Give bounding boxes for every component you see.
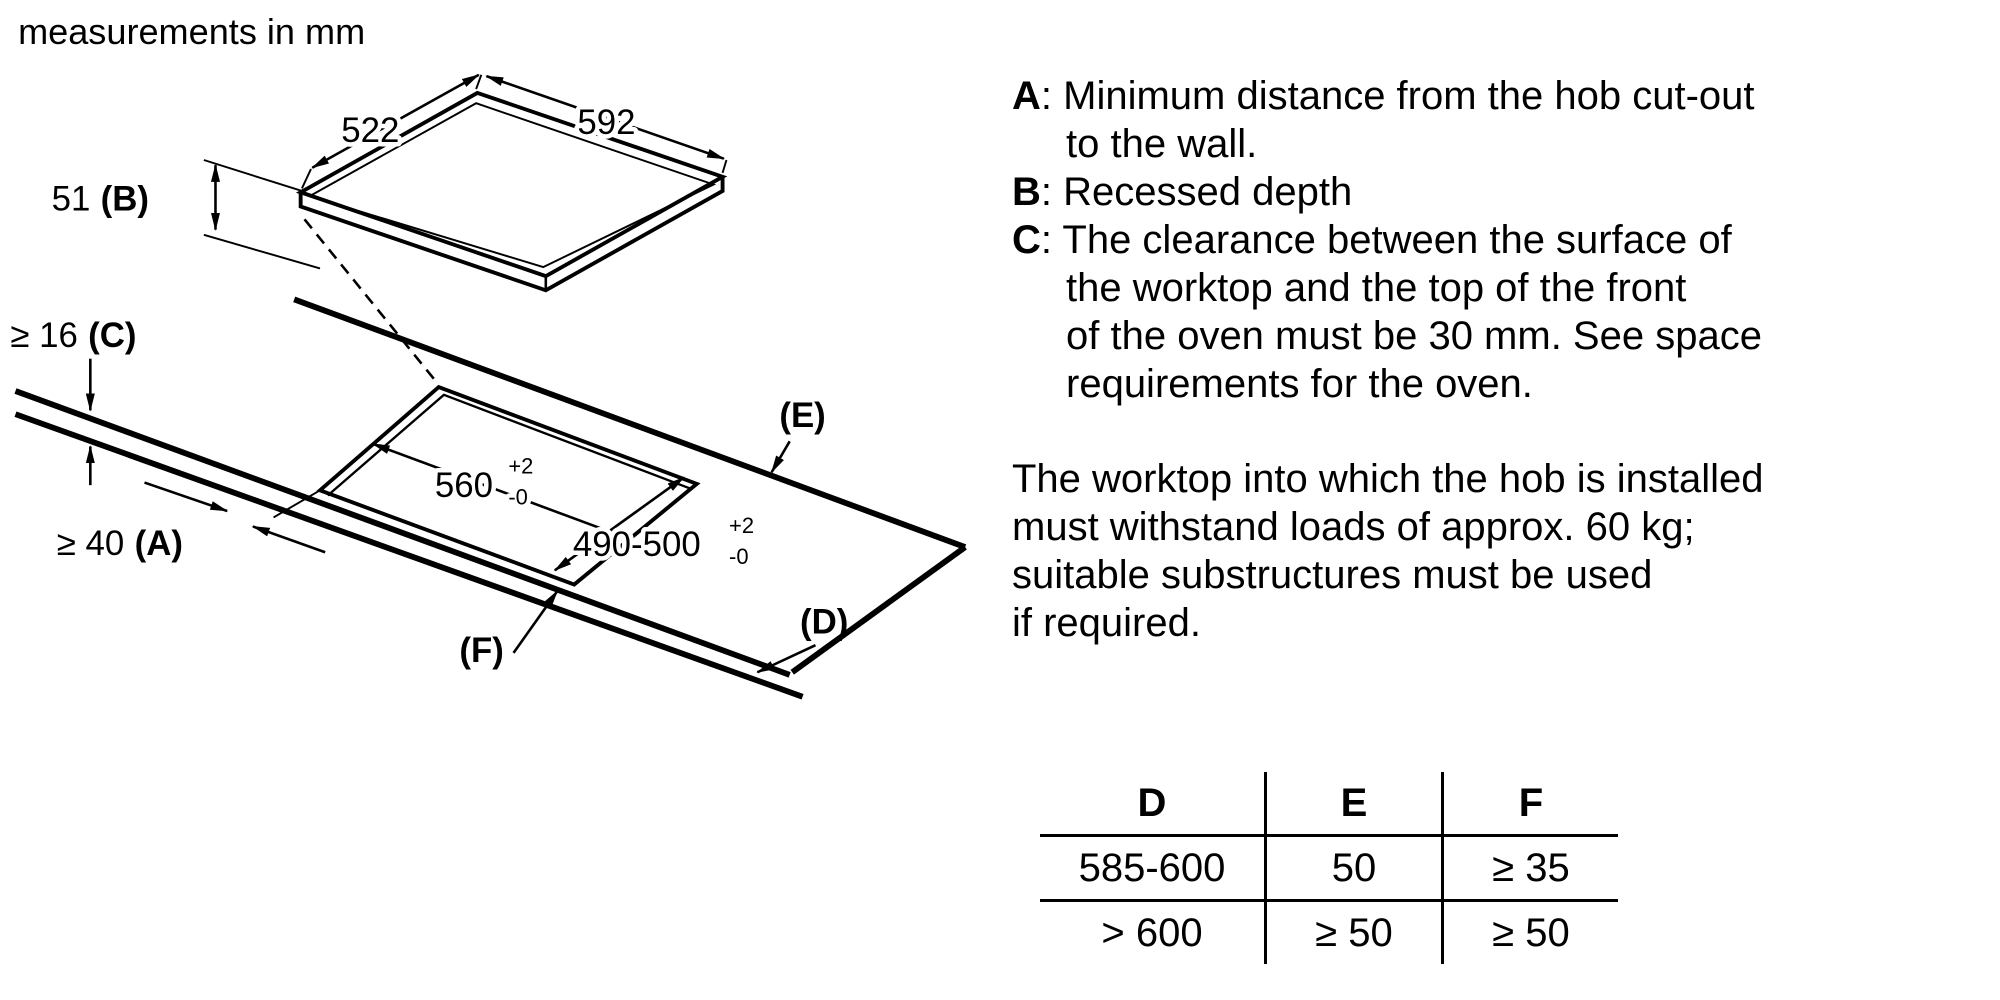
- label-d: (D): [800, 603, 848, 642]
- dimension-522: 522: [341, 111, 399, 150]
- projection-dashed-line: [303, 218, 439, 385]
- legend-item-b: B: Recessed depth: [1012, 168, 1952, 216]
- cutout-depth-tolerance-plus: +2: [729, 513, 754, 538]
- cutout-depth-tolerance-minus: -0: [729, 544, 748, 569]
- table-cell: ≥ 50: [1441, 900, 1618, 964]
- legend-key-a: A: [1012, 74, 1041, 118]
- legend: A: Minimum distance from the hob cut-out…: [1012, 72, 1952, 408]
- table-cell: ≥ 50: [1264, 900, 1443, 964]
- cutout-width-dimension: 560: [435, 466, 493, 505]
- dimension-table-wrap: D E F 585-600 50 ≥ 35 > 600 ≥ 50 ≥ 50: [1040, 772, 1618, 964]
- dimension-592: 592: [577, 103, 635, 142]
- cutout-depth-dimension: 490-500: [573, 525, 701, 564]
- table-header-row: D E F: [1040, 772, 1618, 836]
- legend-key-b: B: [1012, 170, 1041, 214]
- legend-item-c: C: The clearance between the surface of …: [1012, 216, 1952, 408]
- description-column: A: Minimum distance from the hob cut-out…: [1012, 72, 1952, 647]
- cutout-width-tolerance-plus: +2: [508, 454, 533, 479]
- dimension-table: D E F 585-600 50 ≥ 35 > 600 ≥ 50 ≥ 50: [1040, 772, 1618, 964]
- installation-diagram: measurements in mm 522 592 51(B) ≥ 16(C)…: [10, 11, 967, 700]
- legend-key-c: C: [1012, 218, 1041, 262]
- load-note: The worktop into which the hob is instal…: [1012, 457, 1764, 645]
- dimension-40-a: ≥ 40(A): [57, 524, 183, 563]
- dimension-51-b: 51(B): [52, 179, 149, 218]
- table-row: > 600 ≥ 50 ≥ 50: [1040, 900, 1618, 964]
- table-header-e: E: [1264, 772, 1443, 836]
- label-e: (E): [779, 396, 825, 435]
- dimension-16-c: ≥ 16(C): [10, 316, 136, 355]
- legend-text-c: : The clearance between the surface of t…: [1040, 218, 1762, 406]
- legend-text-b: : Recessed depth: [1040, 170, 1353, 214]
- dimension-arrows: [85, 73, 817, 674]
- label-f: (F): [459, 631, 503, 670]
- legend-text-a: : Minimum distance from the hob cut-out …: [1040, 74, 1755, 166]
- table-header-f: F: [1441, 772, 1618, 836]
- table-cell: 585-600: [1078, 845, 1226, 890]
- table-row: 585-600 50 ≥ 35: [1040, 835, 1618, 901]
- legend-item-a: A: Minimum distance from the hob cut-out…: [1012, 72, 1952, 168]
- table-cell: 50: [1264, 835, 1443, 901]
- units-note: measurements in mm: [18, 11, 365, 52]
- cutout-width-tolerance-minus: -0: [508, 485, 528, 510]
- table-cell: ≥ 35: [1441, 835, 1618, 901]
- table-header-d: D: [1137, 780, 1167, 825]
- table-cell: > 600: [1101, 910, 1203, 955]
